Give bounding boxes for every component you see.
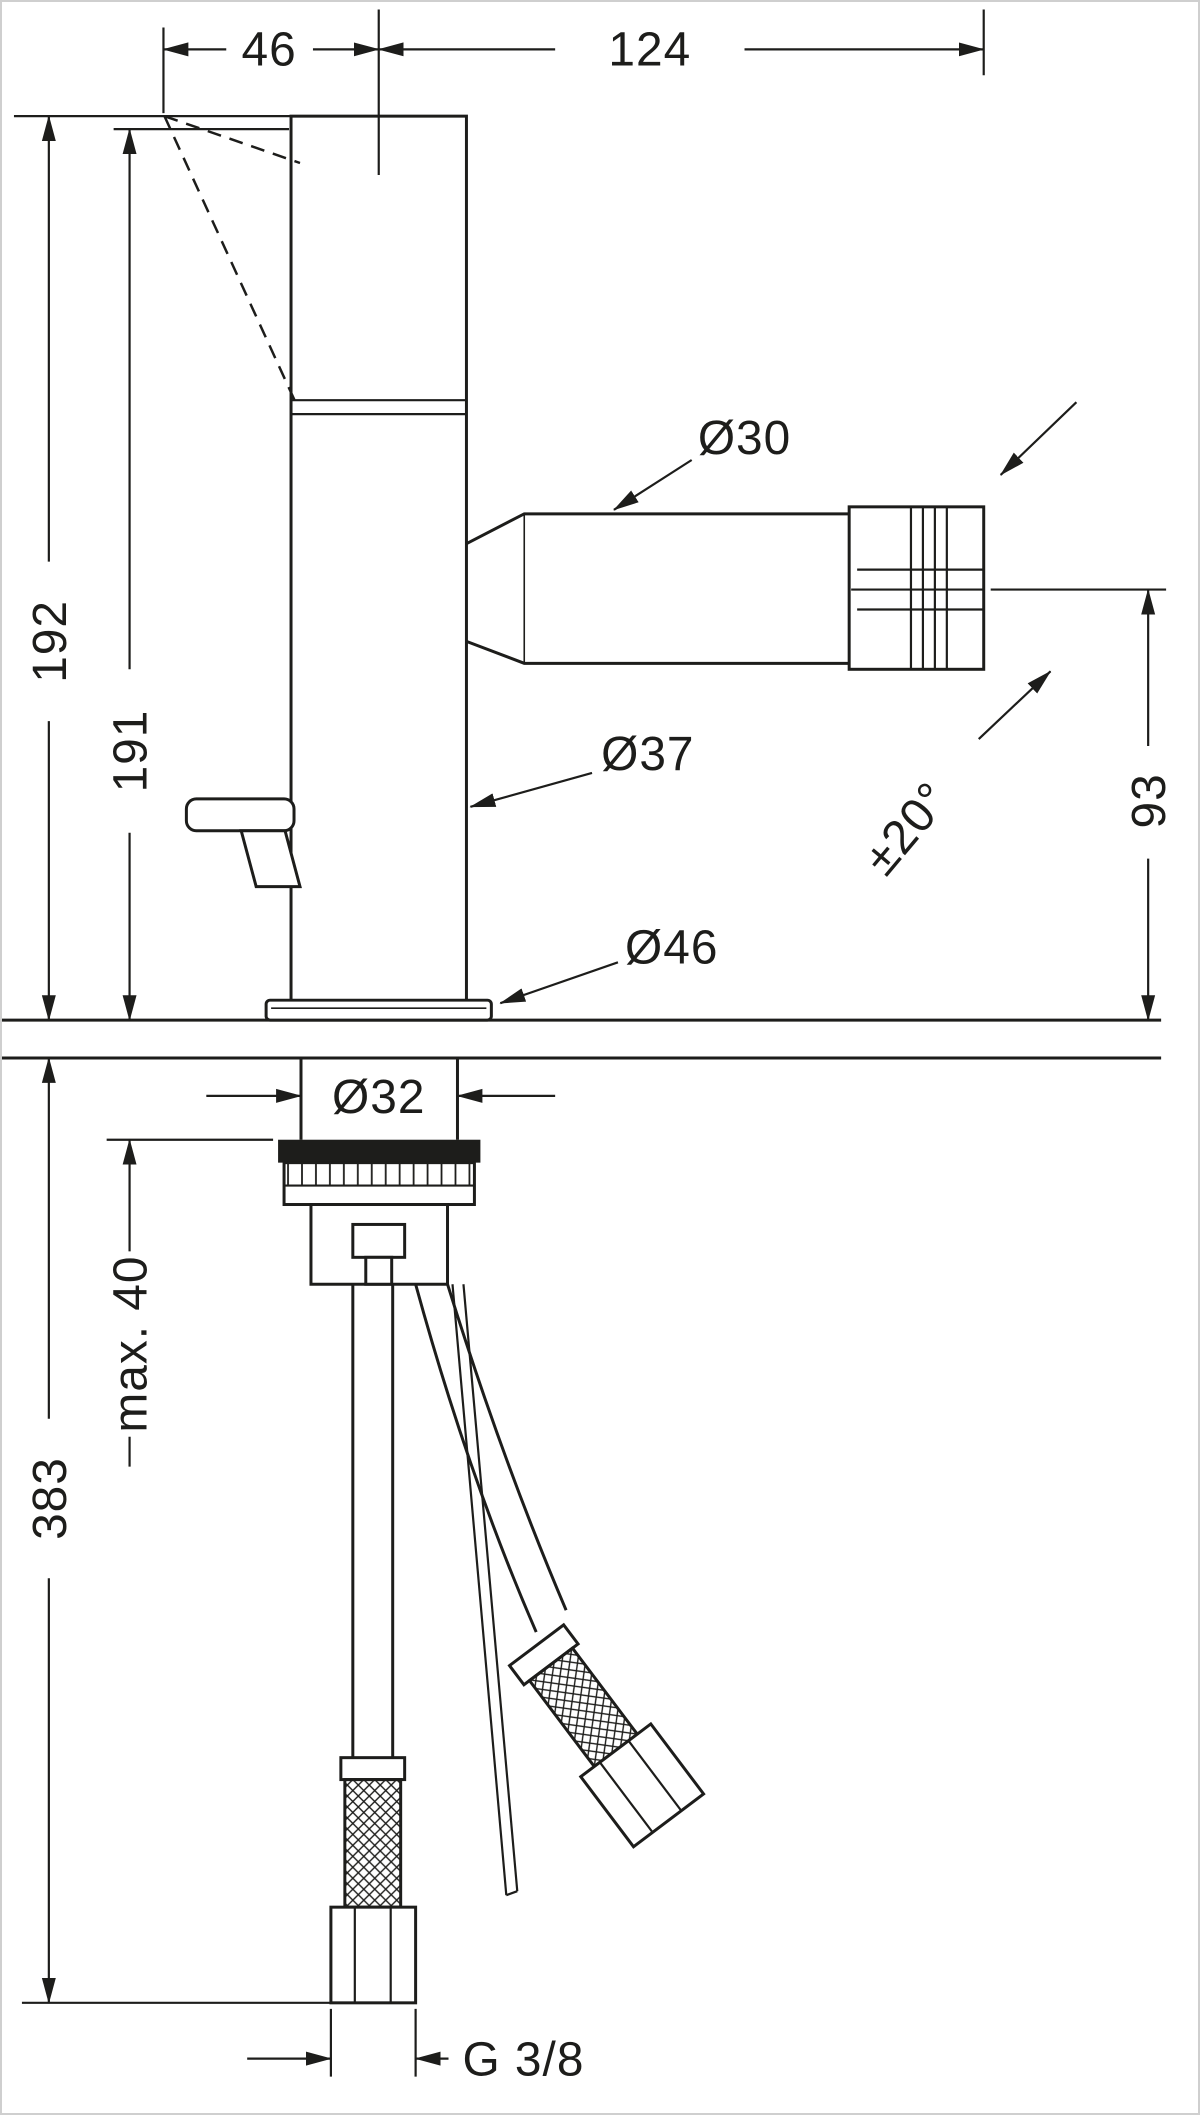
base-flange (264, 998, 493, 1022)
dim-label-below-deck-length: 383 (24, 1457, 77, 1540)
shank-dimension: Ø32 (206, 1071, 556, 1124)
dim-label-swivel-angle: ±20° (854, 772, 961, 885)
dim-label-body-height: 191 (105, 710, 158, 793)
supply-hoses (329, 1283, 706, 2005)
diameter-leaders: Ø30 Ø37 Ø46 (469, 412, 791, 1005)
right-dimension: 93 (990, 588, 1176, 1022)
handle-lever (184, 797, 302, 889)
handle-dashed-position (163, 114, 301, 402)
dim-label-max-mounting-thickness: max. 40 (105, 1255, 158, 1432)
dim-label-handle-width: 46 (242, 23, 297, 76)
faucet-body (264, 114, 493, 1022)
mounting-deck (2, 1018, 1162, 1060)
top-dimensions: 46 124 (162, 9, 985, 175)
undercounter-assembly (278, 1057, 481, 1286)
dim-label-spout-height: 93 (1123, 773, 1176, 828)
dim-label-spout-diameter: Ø30 (698, 412, 791, 465)
dim-label-spout-reach: 124 (608, 23, 691, 76)
dim-label-base-diameter: Ø46 (625, 921, 718, 974)
dim-label-total-height: 192 (24, 600, 77, 683)
spout (465, 505, 986, 671)
dim-label-shank-diameter: Ø32 (332, 1071, 425, 1124)
aerator (847, 505, 986, 671)
horseshoe-washer (278, 1139, 481, 1163)
angled-hose-fitting (507, 1622, 706, 1849)
braided-section (343, 1778, 403, 1909)
dim-label-body-diameter: Ø37 (601, 728, 694, 781)
hose-nut (329, 1905, 418, 2005)
left-dimensions: 192 191 383 max. 40 (13, 115, 331, 2004)
thread-dimension: G 3/8 (247, 2008, 584, 2087)
dim-label-connection-thread: G 3/8 (462, 2034, 584, 2087)
